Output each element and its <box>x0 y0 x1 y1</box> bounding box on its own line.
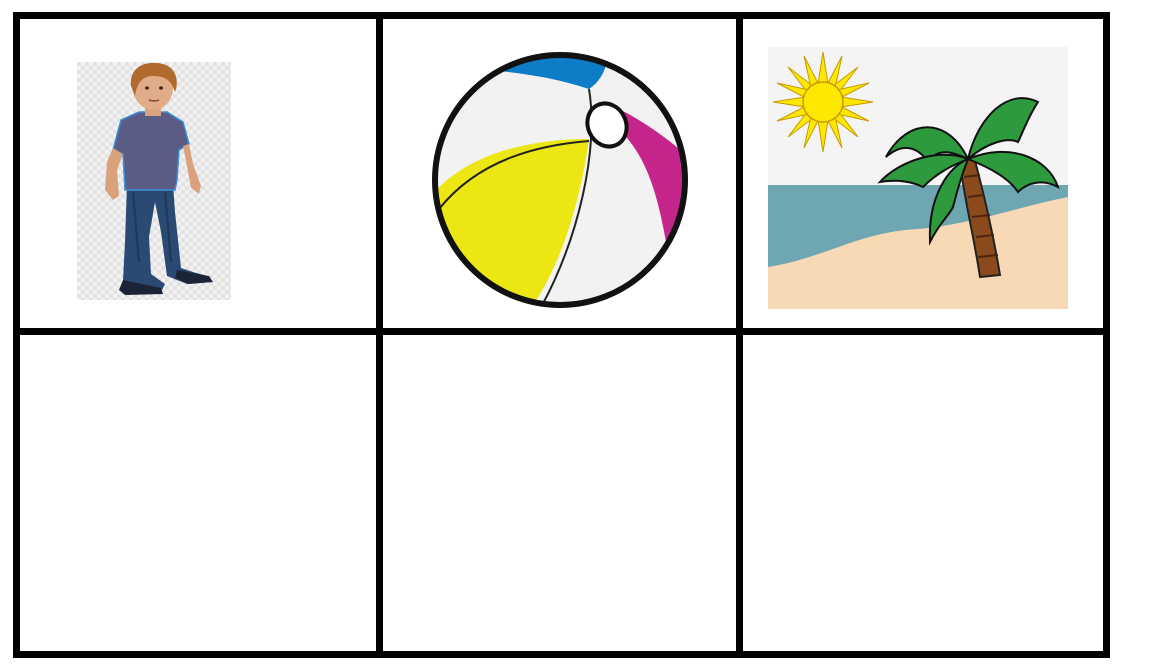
beach-ball-icon <box>432 52 688 308</box>
beach-palm-tree-icon <box>768 47 1068 309</box>
picture-grid <box>13 12 1110 658</box>
grid-cell-r1-c3 <box>743 19 1103 335</box>
grid-cell-r2-c2 <box>383 335 743 651</box>
person-icon <box>77 62 231 300</box>
grid-cell-r1-c1 <box>20 19 383 335</box>
grid-cell-r2-c1 <box>20 335 383 651</box>
grid-cell-r2-c3 <box>743 335 1103 651</box>
grid-cell-r1-c2 <box>383 19 743 335</box>
